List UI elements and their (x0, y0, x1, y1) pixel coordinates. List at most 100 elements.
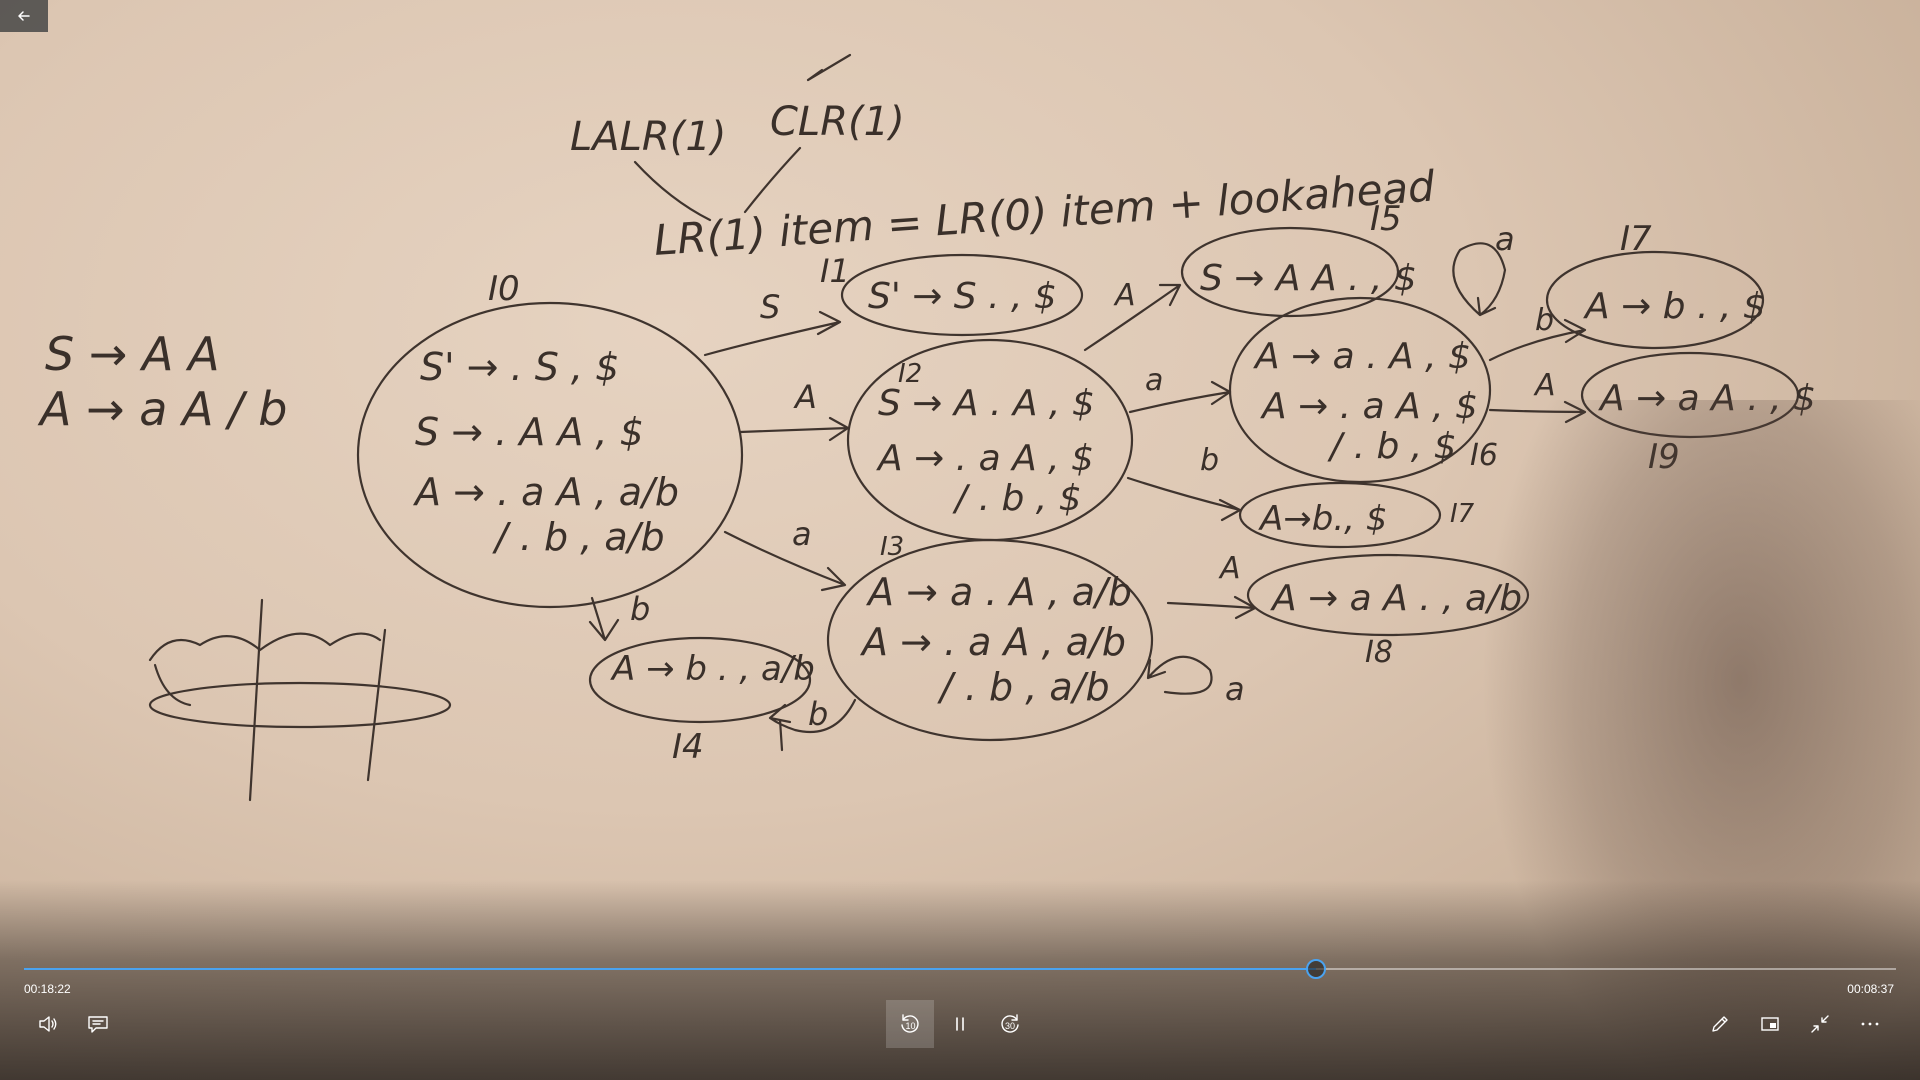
transition-i0-i3: a (723, 515, 847, 592)
arrow-left-icon (18, 11, 30, 21)
svg-text:A: A (1113, 278, 1136, 313)
scribble (148, 632, 382, 662)
mini-view-icon (1761, 1017, 1779, 1031)
svg-text:b: b (1535, 303, 1554, 338)
state-i1-label: I1 (820, 252, 850, 290)
transition-i6-i9: A (1488, 368, 1587, 424)
transition-i0-i2: A (738, 378, 850, 442)
draw-button[interactable] (1696, 1000, 1744, 1048)
clr-label: CLR(1) (770, 99, 905, 145)
grammar-rule-1: S → A A (45, 327, 220, 381)
pause-icon (956, 1017, 964, 1031)
transition-i2-i5: A (1083, 278, 1182, 352)
skip-back-button[interactable]: 10 (886, 1000, 934, 1048)
svg-text:A: A (1218, 551, 1241, 586)
check-mark (806, 53, 852, 82)
time-remaining: 00:08:37 (1847, 982, 1894, 996)
state-i8-item: A → a A . , a/b (1270, 578, 1522, 619)
state-i6-item: / . b , $ (1327, 426, 1457, 467)
transition-i6-self: a (1452, 220, 1515, 317)
state-i3-item: A → a . A , a/b (865, 570, 1132, 614)
svg-text:A: A (793, 378, 817, 416)
connector-lalr (633, 160, 712, 222)
state-i2-item: / . b , $ (952, 478, 1082, 519)
state-i0-outline (356, 301, 744, 609)
transition-i6-i7: b (1488, 303, 1587, 362)
transition-i2-i7: b (1126, 443, 1242, 522)
svg-text:S: S (760, 288, 780, 326)
skip-forward-label: 30 (1005, 1021, 1015, 1031)
board-title: LR(1) item = LR(0) item + lookahead (652, 161, 1436, 264)
state-i2-label: I2 (898, 359, 922, 389)
svg-text:b: b (808, 695, 828, 733)
svg-text:b: b (1200, 443, 1219, 478)
state-i2-item: S → A . A , $ (878, 383, 1095, 424)
volume-icon (39, 1016, 57, 1032)
svg-text:a: a (792, 515, 812, 553)
grammar-rule-2: A → a A / b (37, 382, 287, 436)
seek-bar-thumb[interactable] (1305, 959, 1326, 979)
more-icon (1861, 1022, 1879, 1026)
svg-text:a: a (1145, 363, 1163, 398)
svg-text:b: b (630, 590, 650, 628)
state-i5-label: I5 (1370, 199, 1402, 239)
back-button[interactable] (0, 0, 48, 32)
svg-text:A: A (1533, 368, 1556, 403)
skip-back-icon: 10 (901, 1014, 919, 1033)
connector-clr (743, 146, 802, 214)
state-i3-outline (826, 538, 1154, 742)
state-i4-outline (588, 636, 812, 724)
svg-text:a: a (1225, 670, 1245, 708)
scribble-ellipse (148, 681, 452, 729)
state-i6-outline (1228, 296, 1492, 484)
state-i1-item: S' → S . , $ (868, 276, 1057, 317)
state-i0-item: S → . A A , $ (415, 410, 644, 454)
state-i6-label: I6 (1470, 438, 1498, 473)
skip-forward-button[interactable]: 30 (986, 1000, 1034, 1048)
seek-bar-played (24, 968, 1316, 970)
state-i0-label: I0 (488, 269, 520, 309)
state-i7-label: I7 (1620, 219, 1652, 259)
mini-view-button[interactable] (1746, 1000, 1794, 1048)
state-i1-outline (840, 253, 1084, 337)
state-i4-label: I4 (672, 727, 704, 767)
transition-i0-i4: b (588, 590, 650, 642)
state-i0-item: S' → . S , $ (420, 345, 619, 389)
skip-forward-icon: 30 (1001, 1014, 1019, 1033)
scribble-lines (248, 598, 387, 802)
state-i7-outline (1545, 250, 1765, 350)
exit-fullscreen-icon (1811, 1015, 1829, 1033)
state-i5-outline (1180, 226, 1400, 318)
state-i6-item: A → a . A , $ (1253, 336, 1471, 377)
scribble-2 (153, 663, 192, 707)
skip-back-label: 10 (906, 1021, 916, 1031)
pause-button[interactable] (936, 1000, 984, 1048)
transition-i0-i1: S (703, 288, 842, 357)
state-i6-item: A → . a A , $ (1260, 386, 1478, 427)
state-i7-item: A → b . , $ (1583, 286, 1766, 327)
svg-text:A→b., $: A→b., $ (1258, 499, 1387, 539)
state-i9-item: A → a A . , $ (1598, 378, 1816, 419)
transition-i3-i8: A (1166, 551, 1257, 620)
more-button[interactable] (1846, 1000, 1894, 1048)
seek-bar[interactable] (24, 959, 1896, 979)
volume-button[interactable] (24, 1000, 72, 1048)
state-i8-label: I8 (1365, 635, 1393, 670)
state-i0-item: A → . a A , a/b (412, 470, 679, 514)
state-i3-item: / . b , a/b (937, 665, 1110, 709)
state-i5-item: S → A A . , $ (1200, 258, 1417, 299)
time-elapsed: 00:18:22 (24, 982, 71, 996)
transition-i2-i6: a (1128, 363, 1232, 414)
state-i2-item: A → . a A , $ (876, 438, 1094, 479)
state-i3-item: A → . a A , a/b (859, 620, 1126, 664)
captions-button[interactable] (74, 1000, 122, 1048)
transition-i3-i4: b (768, 695, 857, 752)
state-i4-item: A → b . , a/b (610, 649, 815, 689)
transition-i3-self: a (1146, 655, 1245, 708)
lalr-label: LALR(1) (570, 114, 726, 160)
exit-fullscreen-button[interactable] (1796, 1000, 1844, 1048)
state-i0-item: / . b , a/b (492, 515, 665, 559)
state-i3-label: I3 (880, 532, 904, 562)
